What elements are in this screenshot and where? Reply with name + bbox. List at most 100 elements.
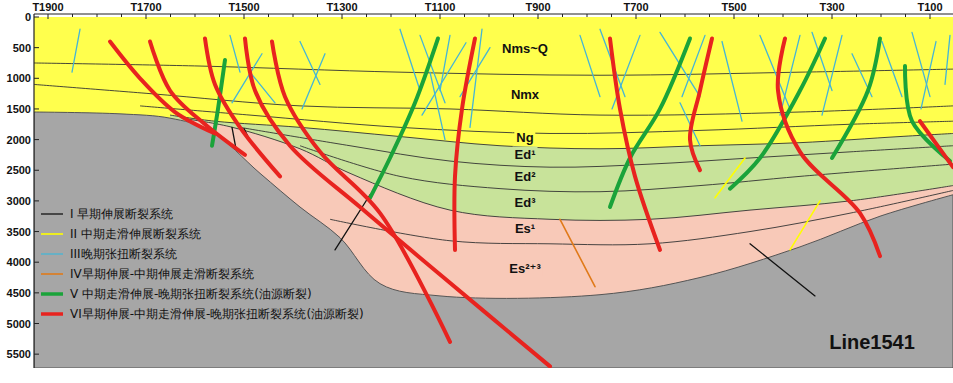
axis-tick <box>930 14 931 19</box>
axis-tick <box>685 14 686 17</box>
fault-line <box>610 38 660 249</box>
depth-label: 1000 <box>7 72 31 84</box>
legend-sample <box>41 213 63 214</box>
axis-tick <box>97 14 98 17</box>
trace-label: T1300 <box>326 1 357 13</box>
axis-tick <box>170 14 171 17</box>
legend-text: VI早期伸展-中期走滑伸展-晚期张扭断裂系统(油源断裂) <box>68 306 366 323</box>
fault-line <box>750 244 815 296</box>
formation-label: Es¹ <box>513 221 537 236</box>
legend-row: IV早期伸展-中期伸展走滑断裂系统 <box>40 265 256 283</box>
fault-line <box>690 38 712 170</box>
legend-line <box>40 249 64 259</box>
legend-text: V 中期走滑伸展-晚期张扭断裂系统(油源断裂) <box>68 286 314 303</box>
legend-sample <box>41 233 63 235</box>
axis-tick <box>881 14 882 17</box>
horizon-line <box>140 106 953 134</box>
horizon-line <box>34 63 953 75</box>
formation-label: Ed² <box>513 169 538 184</box>
axis-tick <box>293 14 294 17</box>
fault-line <box>430 72 445 139</box>
legend-row: II 中期走滑伸展断裂系统 <box>40 225 203 243</box>
legend-text: III晚期张扭断裂系统 <box>68 246 179 263</box>
trace-label: T700 <box>623 1 648 13</box>
depth-label: 500 <box>13 42 31 54</box>
formation-label: Nms~Q <box>500 40 550 55</box>
depth-label: 5500 <box>7 348 31 360</box>
depth-label: 4500 <box>7 287 31 299</box>
legend-line <box>40 269 64 279</box>
trace-label: T500 <box>721 1 746 13</box>
depth-label: 2500 <box>7 164 31 176</box>
fault-line <box>822 35 842 115</box>
trace-label: T1100 <box>425 1 456 13</box>
formation-label: Es²⁺³ <box>507 261 542 276</box>
depth-label: 1500 <box>7 103 31 115</box>
legend-sample <box>41 312 63 316</box>
legend-sample <box>41 253 63 254</box>
trace-label: T100 <box>917 1 942 13</box>
axis-tick <box>366 14 367 17</box>
axis-tick <box>538 14 539 19</box>
depth-label: 3500 <box>7 226 31 238</box>
axis-tick <box>709 14 710 17</box>
legend-line <box>40 229 64 239</box>
axis-tick <box>807 14 808 17</box>
fault-line <box>205 38 280 176</box>
depth-label: 5000 <box>7 318 31 330</box>
top-axis <box>34 13 953 14</box>
depth-axis <box>33 14 34 368</box>
axis-tick <box>342 14 343 19</box>
trace-label: T1500 <box>228 1 259 13</box>
basement-fill <box>34 112 953 368</box>
axis-tick <box>391 14 392 17</box>
fault-line <box>760 35 790 109</box>
horizon-line <box>185 119 953 221</box>
formation-label: Ed¹ <box>513 147 538 162</box>
fault-line <box>905 66 950 161</box>
fault-line <box>778 38 880 256</box>
axis-tick <box>34 108 39 109</box>
fault-line <box>400 29 420 90</box>
legend-line <box>40 209 64 219</box>
formation-label: Ed³ <box>513 194 538 209</box>
depth-label: 4000 <box>7 256 31 268</box>
legend-sample <box>41 292 63 296</box>
formation-label: Nmx <box>509 86 541 101</box>
axis-tick <box>464 14 465 17</box>
fault-line <box>912 32 930 96</box>
axis-tick <box>832 14 833 19</box>
axis-tick <box>905 14 906 17</box>
legend-text: IV早期伸展-中期伸展走滑断裂系统 <box>68 266 256 283</box>
trace-label: T300 <box>819 1 844 13</box>
fault-line <box>832 38 880 158</box>
axis-tick <box>219 14 220 17</box>
axis-tick <box>317 14 318 17</box>
fault-line <box>790 201 820 250</box>
axis-tick <box>660 14 661 17</box>
legend-line <box>40 289 64 299</box>
axis-tick <box>758 14 759 17</box>
fault-line <box>302 54 325 109</box>
axis-tick <box>244 14 245 19</box>
legend-row: III晚期张扭断裂系统 <box>40 245 179 263</box>
axis-tick <box>34 292 39 293</box>
fault-line <box>300 42 320 85</box>
axis-tick <box>34 354 39 355</box>
fault-line <box>921 42 936 109</box>
fault-line <box>370 38 438 197</box>
fault-line <box>420 35 445 102</box>
depth-label: 2000 <box>7 134 31 146</box>
axis-tick <box>415 14 416 17</box>
section-body <box>34 17 953 368</box>
axis-tick <box>734 14 735 19</box>
axis-tick <box>636 14 637 19</box>
fault-line <box>422 43 466 115</box>
legend-row: I 早期伸展断裂系统 <box>40 205 175 223</box>
axis-tick <box>195 14 196 17</box>
axis-tick <box>34 323 39 324</box>
fault-line <box>72 29 80 72</box>
depth-label: 0 <box>25 11 31 23</box>
